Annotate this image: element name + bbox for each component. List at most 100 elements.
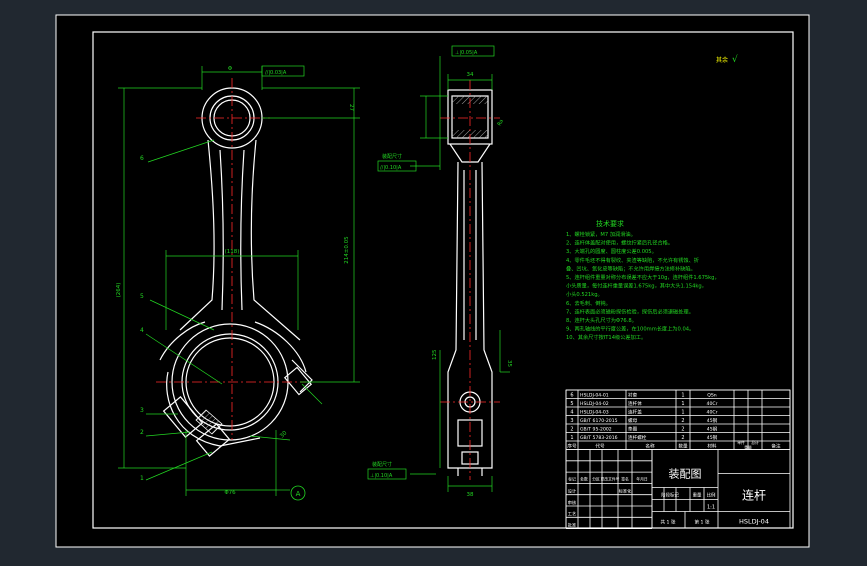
part-name-2: 垫圈 xyxy=(628,426,638,433)
part-mat-3: 45钢 xyxy=(707,417,718,424)
part-name-5: 连杆体 xyxy=(628,400,642,407)
dim-76: Φ76 xyxy=(224,490,236,496)
scale-value: 1:1 xyxy=(707,505,715,511)
standard-label: 标准化 xyxy=(619,488,632,495)
tolerance-boxes xyxy=(261,45,495,480)
leader-2: 2 xyxy=(140,429,144,436)
tech-title: 技术要求 xyxy=(596,219,624,228)
hdr-no: 序号 xyxy=(567,443,577,450)
leader-5: 5 xyxy=(140,293,144,300)
part-no-4: 4 xyxy=(570,410,573,416)
leader-3: 3 xyxy=(140,407,144,414)
scale-label: 比例 xyxy=(707,492,716,499)
part-no-6: 6 xyxy=(570,393,573,399)
dim-30: 30 xyxy=(279,430,289,440)
part-code-1: GB/T 5783-2016 xyxy=(580,435,618,441)
part-qty-4: 1 xyxy=(681,410,684,416)
sheet-no: 第 1 张 xyxy=(694,519,709,526)
rev-label-1: 处数 xyxy=(580,477,588,482)
rev-label-2: 分区 xyxy=(592,477,600,482)
part-name-4: 连杆盖 xyxy=(628,409,642,416)
hdr-remark: 备注 xyxy=(771,443,781,450)
part-qty-2: 2 xyxy=(681,427,684,433)
drawing-sheet xyxy=(55,14,810,548)
part-mat-5: 40Cr xyxy=(707,401,718,407)
part-mat-4: 40Cr xyxy=(707,410,718,416)
hdr-code: 代号 xyxy=(595,443,605,450)
sig-label-0: 设计 xyxy=(568,488,576,495)
title-block-grid xyxy=(565,389,791,529)
hdr-name: 名称 xyxy=(645,443,655,450)
part-qty-3: 2 xyxy=(681,418,684,424)
tech-note-3: 4、零件毛坯不得有裂纹、夹渣等缺陷，不允许有锈蚀、折 xyxy=(566,256,699,264)
dim-38: 38 xyxy=(467,492,474,498)
front-dimensions xyxy=(118,66,360,496)
tol-top: //|0.03|A xyxy=(265,70,287,76)
tech-note-12: 10、其余尺寸按IT14级公差加工。 xyxy=(566,333,646,341)
part-name-1: 连杆螺栓 xyxy=(628,434,647,441)
part-mat-1: 45钢 xyxy=(707,434,718,441)
part-no-2: 2 xyxy=(570,427,573,433)
front-view xyxy=(159,87,313,457)
tol-box-b: //|0.10|A xyxy=(380,165,402,171)
side-dimensions xyxy=(410,56,510,492)
part-no-1: 1 xyxy=(570,435,573,441)
tol-box-c: ⊥|0.10|A xyxy=(370,473,393,479)
part-mat-2: 45钢 xyxy=(707,426,718,433)
dim-118: (118) xyxy=(225,249,240,255)
leader-4: 4 xyxy=(140,327,144,334)
hdr-weight: 重量 xyxy=(744,445,752,450)
hdr-mat: 材料 xyxy=(707,443,717,450)
tech-note-10: 8、连杆大头孔尺寸为Φ76.8。 xyxy=(566,316,637,324)
drawing-number: HSLDJ-04 xyxy=(739,518,769,526)
tech-note-4: 叠、凹坑、氧化皮等缺陷；不允许用焊接方法修补缺陷。 xyxy=(566,264,696,272)
tech-note-8: 6、去毛刺、倒钝。 xyxy=(566,299,611,307)
dim-264: (264) xyxy=(116,283,122,298)
tol-label-2: 装配尺寸 xyxy=(372,461,392,468)
dim-top-width: Φ xyxy=(228,66,233,72)
hdr-single: 单件 xyxy=(737,440,745,445)
hdr-qty: 数量 xyxy=(678,443,688,450)
datum-a-marker xyxy=(290,485,306,501)
part-title: 连杆 xyxy=(742,488,766,503)
weight-label: 重量 xyxy=(693,492,702,499)
sheet-total: 共 1 张 xyxy=(660,519,675,526)
front-section-hatch xyxy=(195,409,223,435)
tech-note-6: 小头质量，每付连杆重量误差1.675kg，其中大头1.154kg， xyxy=(566,282,707,290)
part-qty-1: 2 xyxy=(681,435,684,441)
dim-214: 214±0.05 xyxy=(344,236,350,264)
part-code-4: HSLDJ-04-03 xyxy=(580,410,609,416)
rev-label-5: 年月日 xyxy=(636,477,648,482)
part-mat-6: QSn xyxy=(707,393,717,399)
hdr-total: 总计 xyxy=(751,440,759,445)
stage-label: 阶段标记 xyxy=(661,492,679,499)
part-name-3: 螺母 xyxy=(628,417,638,424)
front-centerlines xyxy=(156,78,306,440)
dim-27: 27 xyxy=(348,104,354,111)
tol-box-a: ⊥|0.05|A xyxy=(455,50,478,56)
part-code-5: HSLDJ-04-02 xyxy=(580,401,609,407)
rev-label-3: 更改文件号 xyxy=(601,477,620,482)
ra-side: Ra xyxy=(497,118,505,127)
tech-note-1: 2、连杆体盖配对使用，螺纹拧紧后孔径合格。 xyxy=(566,239,673,247)
drawing-type: 装配图 xyxy=(669,468,702,481)
tech-note-7: 小头0.521kg。 xyxy=(566,290,603,298)
part-no-3: 3 xyxy=(570,418,573,424)
sig-label-1: 审核 xyxy=(568,499,577,506)
part-no-5: 5 xyxy=(570,401,573,407)
part-qty-6: 1 xyxy=(681,393,684,399)
sig-label-3: 批准 xyxy=(568,521,576,528)
part-code-6: HSLDJ-04-01 xyxy=(580,393,609,399)
rev-label-4: 签名 xyxy=(621,477,629,482)
leader-6: 6 xyxy=(140,155,144,162)
roughness-label: 其余 xyxy=(716,56,728,64)
tol-label-1: 装配尺寸 xyxy=(382,153,402,160)
dim-34: 34 xyxy=(467,72,474,78)
part-qty-5: 1 xyxy=(681,401,684,407)
datum-a: A xyxy=(296,490,301,498)
side-centerlines xyxy=(440,80,500,480)
inner-border xyxy=(92,31,794,529)
tech-note-11: 9、两孔轴线的平行度公差，在100mm长度上为0.04。 xyxy=(566,325,694,333)
tech-note-9: 7、连杆表面必须磁粉探伤检验，探伤后必须退磁处理。 xyxy=(566,307,694,315)
